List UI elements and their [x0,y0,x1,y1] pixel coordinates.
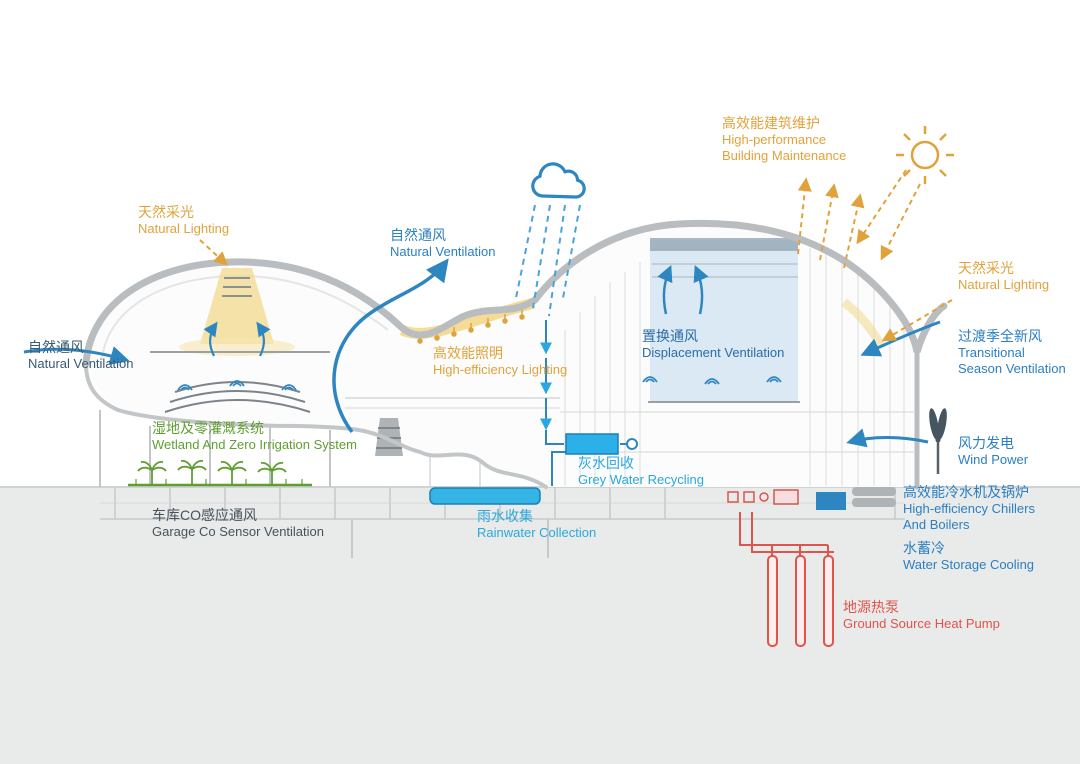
annotation-en: Garage Co Sensor Ventilation [152,524,324,539]
annotation-wind-power: 风力发电 Wind Power [958,434,1028,468]
annotation-chillers: 高效能冷水机及锅炉 High-efficiency Chillers And B… [903,483,1035,533]
annotation-ground-source: 地源热泵 Ground Source Heat Pump [843,598,1000,632]
palm-tree-icon [177,460,207,485]
inlet-arrow-left [23,346,130,365]
annotation-zh: 高效能建筑维护 [722,115,820,131]
storage-tank-icon [852,498,896,507]
annotation-high-efficiency-lighting: 高效能照明 High-efficiency Lighting [433,344,567,378]
cloud-rain-icon [515,162,586,317]
annotation-en: Natural Ventilation [390,244,496,259]
palm-tree-icon [137,461,167,485]
annotation-en: Displacement Ventilation [642,345,785,360]
annotation-zh: 置换通风 [642,328,698,344]
daylight-arrows [199,169,953,342]
annotation-zh: 灰水回收 [578,455,634,471]
annotation-zh: 高效能冷水机及锅炉 [903,484,1029,500]
annotation-zh: 过渡季全新风 [958,328,1042,344]
wetland-plants [128,460,312,487]
annotation-en: High-performance [722,132,827,147]
annotation-en: High-efficiency Chillers [903,501,1035,516]
pump-icon [626,438,638,450]
annotation-building-maintenance: 高效能建筑维护 High-performance Building Mainte… [722,114,846,164]
greywater-tank-icon [565,433,619,455]
annotation-natural-ventilation-left: 自然通风 Natural Ventilation [28,338,134,372]
annotation-natural-lighting-right: 天然采光 Natural Lighting [958,259,1049,293]
annotation-zh: 自然通风 [390,227,446,243]
annotation-zh: 天然采光 [958,260,1014,276]
annotation-en: Grey Water Recycling [578,472,704,487]
rain-lines [515,204,581,317]
storage-tank-icon [852,487,896,496]
annotation-grey-water: 灰水回收 Grey Water Recycling [578,454,704,488]
ground-loop-icon [739,512,834,647]
annotation-en: Natural Ventilation [28,356,134,371]
annotation-en: High-efficiency Lighting [433,362,568,377]
annotation-zh: 车库CO感应通风 [152,507,257,523]
annotation-natural-ventilation-mid: 自然通风 Natural Ventilation [390,226,496,260]
wind-arrow [846,428,929,448]
annotation-transitional-ventilation: 过渡季全新风 Transitional Season Ventilation [958,327,1066,377]
roof-shell [82,219,948,490]
plant-room [727,487,896,510]
rainwater-tank-icon [429,487,541,505]
annotation-zh: 水蓄冷 [903,540,945,556]
annotation-en: Building Maintenance [722,148,847,163]
ground-band [0,486,1080,764]
annotation-natural-lighting-left: 天然采光 Natural Lighting [138,203,229,237]
annotation-zh: 地源热泵 [843,599,899,615]
annotation-rainwater: 雨水收集 Rainwater Collection [477,507,596,541]
annotation-zh: 风力发电 [958,435,1014,451]
stack-ventilation-arrow [332,258,449,434]
annotation-en: Wind Power [958,452,1029,467]
sun-icon [896,126,954,184]
annotation-zh: 湿地及零灌溉系统 [152,420,264,436]
atrium-zone [650,240,798,402]
ceiling-lights-icon [417,310,525,344]
annotation-zh: 天然采光 [138,204,194,220]
annotation-en: Transitional [958,345,1025,360]
annotation-zh: 自然通风 [28,339,84,355]
transitional-air-arrow [860,320,941,357]
annotation-zh: 高效能照明 [433,345,503,361]
annotation-en: Ground Source Heat Pump [843,616,1000,631]
annotation-en: Water Storage Cooling [903,557,1035,572]
annotation-en: Wetland And Zero Irrigation System [152,437,357,452]
annotation-wetland: 湿地及零灌溉系统 Wetland And Zero Irrigation Sys… [152,419,357,453]
water-system [429,320,638,505]
theater-interior [99,268,331,487]
annotation-en: Season Ventilation [958,361,1066,376]
annotation-water-storage: 水蓄冷 Water Storage Cooling [903,539,1034,573]
annotation-en: Natural Lighting [138,221,230,236]
annotation-garage-co: 车库CO感应通风 Garage Co Sensor Ventilation [152,506,324,540]
annotation-displacement-ventilation: 置换通风 Displacement Ventilation [642,327,784,361]
annotation-zh: 雨水收集 [477,508,533,524]
skylight-glow [200,268,274,344]
annotation-en: Rainwater Collection [477,525,597,540]
hall-interior [560,238,914,486]
palm-tree-icon [217,461,247,485]
wind-turbine-icon [929,408,947,474]
annotation-en: Natural Lighting [958,277,1050,292]
annotation-en: And Boilers [903,517,970,532]
chiller-icon [816,492,846,510]
ventilation-arrows [23,258,941,448]
palm-tree-icon [257,462,287,485]
